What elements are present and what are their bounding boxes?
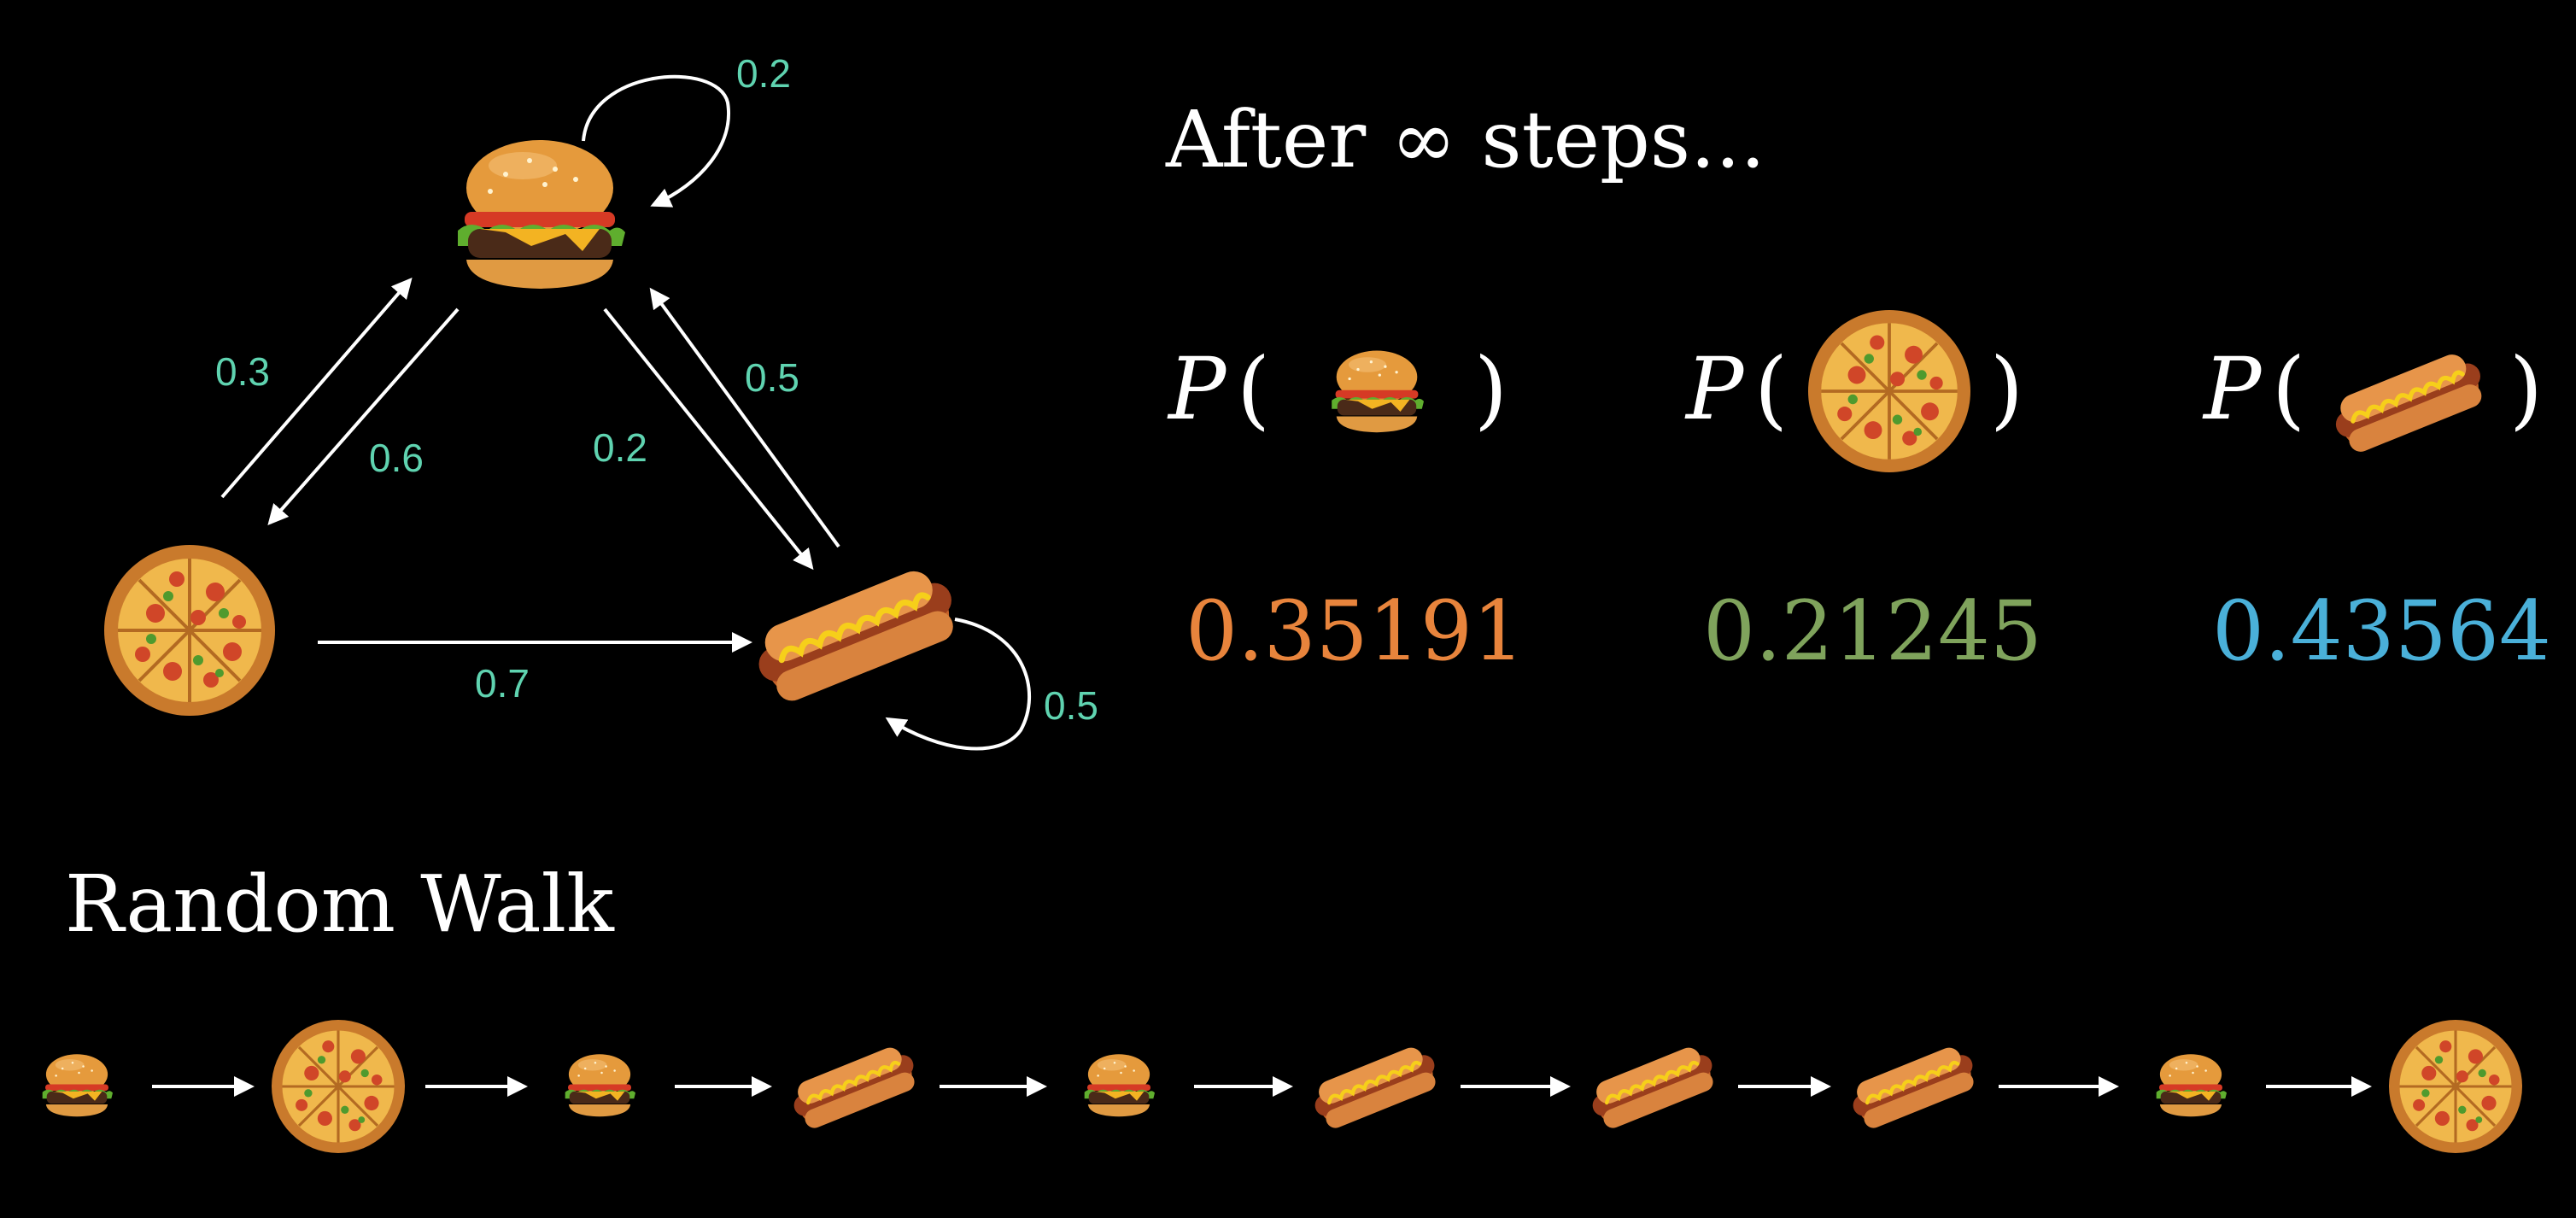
edge-burger-pizza: [267, 307, 460, 526]
edge-hotdog-burger: [649, 287, 840, 548]
edge-label-hotdog-burger: 0.5: [745, 355, 799, 400]
hotdog-icon: [2327, 347, 2491, 458]
random-walk-sequence: [42, 1018, 2524, 1155]
prob-open-paren-pizza: (: [1754, 339, 1788, 439]
edge-label-hotdog-hotdog: 0.5: [1044, 683, 1098, 728]
edge-label-pizza-burger: 0.3: [215, 349, 270, 394]
prob-close-paren-hotdog: ): [2509, 339, 2543, 439]
burger-icon: [458, 140, 625, 289]
walk-step-10-pizza-icon: [2387, 1018, 2524, 1155]
stationary-value-burger: 0.35191: [1186, 583, 1525, 679]
prob-close-paren-pizza: ): [1990, 339, 2023, 439]
edge-label-pizza-hotdog: 0.7: [475, 661, 530, 706]
pizza-icon: [1806, 308, 1972, 474]
walk-step-5-burger-icon: [1084, 1054, 1155, 1117]
edge-label-burger-hotdog: 0.2: [593, 425, 647, 470]
burger-icon: [1332, 350, 1424, 433]
hotdog-icon: [746, 560, 965, 708]
edge-label-burger-pizza: 0.6: [369, 436, 424, 480]
random-walk-title: Random Walk: [65, 858, 615, 950]
edge-burger-burger: [582, 74, 730, 208]
walk-step-9-burger-icon: [2156, 1054, 2227, 1117]
stationary-value-hotdog: 0.43564: [2212, 583, 2551, 679]
header-text: After ∞ steps...: [1165, 94, 1765, 185]
prob-symbol-burger: P: [1167, 339, 1227, 439]
stationary-value-pizza: 0.21245: [1703, 583, 2042, 679]
prob-symbol-pizza: P: [1684, 339, 1745, 439]
walk-step-8-hotdog-icon: [1846, 1041, 1982, 1133]
prob-symbol-hotdog: P: [2202, 339, 2263, 439]
walk-step-2-pizza-icon: [270, 1018, 407, 1155]
edge-hotdog-hotdog: [885, 618, 1032, 751]
prob-open-paren-hotdog: (: [2272, 339, 2305, 439]
pizza-icon: [102, 543, 277, 717]
prob-close-paren-burger: ): [1474, 339, 1508, 439]
walk-step-3-burger-icon: [565, 1054, 635, 1117]
walk-step-7-hotdog-icon: [1585, 1041, 1721, 1133]
edge-burger-hotdog: [603, 307, 814, 571]
walk-step-4-hotdog-icon: [787, 1041, 922, 1133]
edge-pizza-burger: [220, 277, 413, 499]
walk-step-6-hotdog-icon: [1308, 1041, 1443, 1133]
edge-label-burger-burger: 0.2: [736, 51, 791, 96]
markov-edges: [220, 74, 1032, 751]
prob-open-paren-burger: (: [1237, 339, 1270, 439]
walk-step-1-burger-icon: [42, 1054, 113, 1117]
